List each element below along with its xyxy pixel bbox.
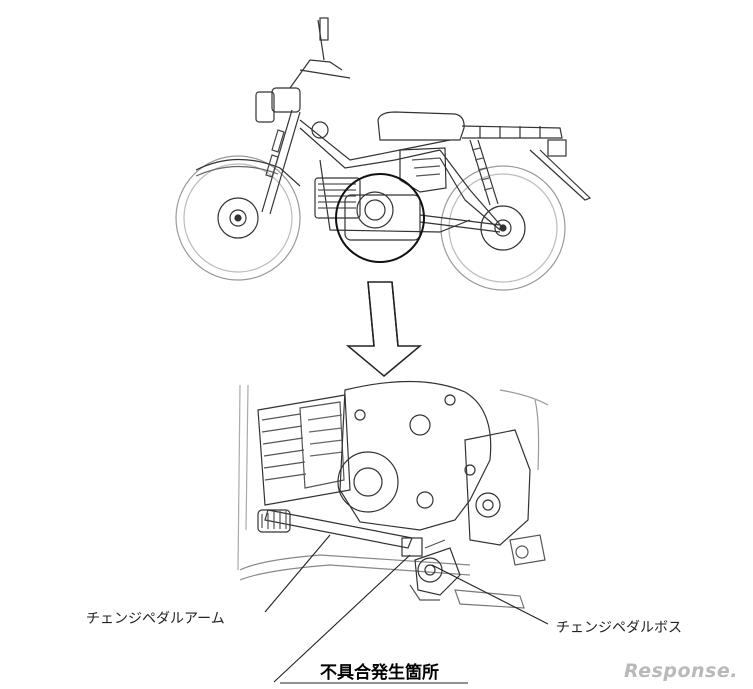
defect-highlight-circle xyxy=(335,173,425,263)
side-cover xyxy=(399,147,447,193)
closeup-illustration xyxy=(237,380,549,609)
crankcase-cover xyxy=(337,380,492,531)
change-pedal-arm xyxy=(257,509,413,549)
leader-lines xyxy=(264,534,549,684)
motorcycle-illustration xyxy=(175,17,592,291)
handlebar-assembly xyxy=(255,17,351,139)
seat xyxy=(377,111,465,141)
front-fork xyxy=(261,109,301,215)
cylinder-head xyxy=(257,394,351,506)
rear-carrier xyxy=(461,125,592,201)
label-defect-location: 不具合発生箇所 xyxy=(320,663,439,683)
rear-shock xyxy=(469,139,499,206)
label-change-pedal-boss: チェンジペダルボス xyxy=(556,620,682,636)
leader-line-arm xyxy=(264,534,331,613)
engine xyxy=(314,177,421,241)
zoom-arrow xyxy=(345,281,423,377)
defect-underline xyxy=(273,554,468,684)
label-change-pedal-arm: チェンジペダルアーム xyxy=(86,611,225,627)
frame xyxy=(299,119,504,233)
leader-line-boss xyxy=(431,564,549,625)
front-wheel xyxy=(175,155,301,281)
swingarm xyxy=(419,214,501,233)
sprocket-cover xyxy=(464,429,531,546)
watermark-logo: Response. xyxy=(624,660,738,682)
front-fender xyxy=(195,158,301,187)
change-pedal-boss xyxy=(401,537,461,601)
